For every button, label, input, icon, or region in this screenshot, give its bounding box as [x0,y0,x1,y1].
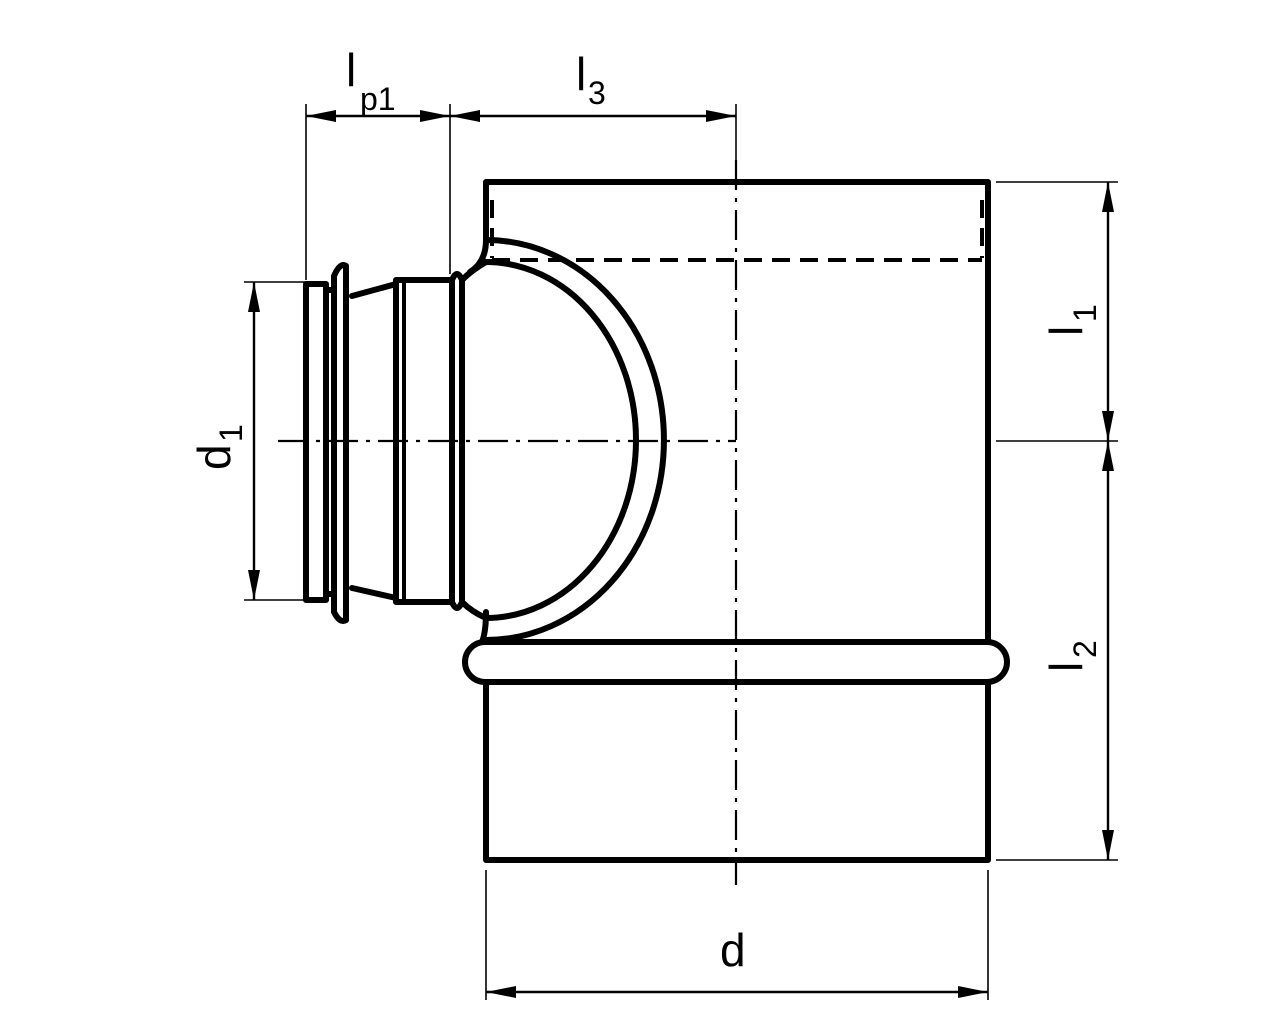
arrow-l1-top [1102,182,1114,212]
label-lp1-sub: p1 [360,81,396,117]
dimension-labels: l p1 l 3 l 1 l 2 d 1 d [188,44,1103,976]
arrow-l3-right [706,110,736,122]
label-lp1: l [346,44,356,96]
spigot-end-link [323,287,337,597]
label-l2: l [1040,662,1092,672]
gasket-lip-inner [331,262,349,624]
label-l1-group: l 1 [1040,304,1103,336]
main-pipe-outline [467,179,991,863]
label-d1-sub: 1 [213,424,249,442]
label-l2-sub: 2 [1067,640,1103,658]
label-l2-group: l 2 [1040,640,1103,672]
arrow-d-right [958,986,988,998]
branch-spigot [303,259,489,624]
label-l3-sub: 3 [588,75,606,111]
label-l1: l [1040,326,1092,336]
spigot-end [303,281,329,603]
extension-lines [244,104,1118,1000]
arrow-d-left [486,986,516,998]
arrow-lp1-left [306,110,336,122]
arrow-l2-top [1102,441,1114,471]
center-lines [278,160,738,885]
arrow-lp1-right [420,110,450,122]
label-l3: l [576,48,586,100]
saddle-outer-arc [483,237,667,643]
arrow-l1-bottom [1102,411,1114,441]
label-d1-group: d 1 [188,424,249,470]
dimension-lines [248,110,1114,998]
label-l1-sub: 1 [1067,304,1103,322]
arrow-d1-bottom [248,570,260,600]
socket-hidden-line [490,200,984,262]
spigot-taper [349,281,399,601]
saddle-inner-arc [483,259,639,621]
arrow-l2-bottom [1102,830,1114,860]
arrow-d1-top [248,282,260,312]
label-d1: d [188,444,240,470]
label-d: d [720,924,746,976]
arrow-l3-left [450,110,480,122]
